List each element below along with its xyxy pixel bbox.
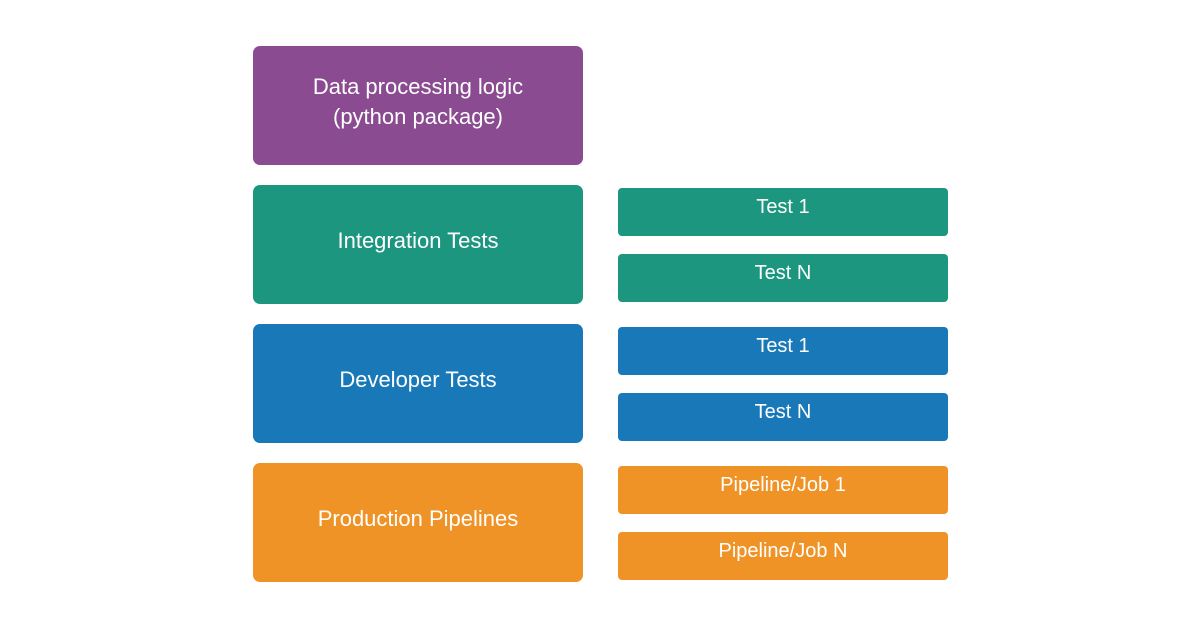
integration-tests-label: Integration Tests <box>337 227 499 253</box>
developer-test-item-n-label: Test N <box>754 400 812 423</box>
production-pipeline-item-n: Pipeline/Job N <box>618 532 948 580</box>
package-box-label-line1: Data processing logic <box>312 73 524 99</box>
integration-tests-box: Integration Tests <box>253 185 583 304</box>
integration-test-item-n-label: Test N <box>754 261 812 284</box>
package-box-label-line2: (python package) <box>333 103 503 129</box>
integration-test-item-n: Test N <box>618 254 948 302</box>
developer-test-item-1-label: Test 1 <box>756 334 810 357</box>
production-pipeline-item-n-label: Pipeline/Job N <box>718 539 848 562</box>
production-pipeline-item-1-label: Pipeline/Job 1 <box>720 473 846 496</box>
developer-test-item-1: Test 1 <box>618 327 948 375</box>
developer-tests-label: Developer Tests <box>339 366 497 392</box>
integration-test-item-1: Test 1 <box>618 188 948 236</box>
integration-test-item-1-label: Test 1 <box>756 195 810 218</box>
developer-tests-box: Developer Tests <box>253 324 583 443</box>
developer-test-item-n: Test N <box>618 393 948 441</box>
data-processing-logic-box: Data processing logic (python package) <box>253 46 583 165</box>
production-pipelines-box: Production Pipelines <box>253 463 583 582</box>
production-pipelines-label: Production Pipelines <box>317 505 519 531</box>
production-pipeline-item-1: Pipeline/Job 1 <box>618 466 948 514</box>
